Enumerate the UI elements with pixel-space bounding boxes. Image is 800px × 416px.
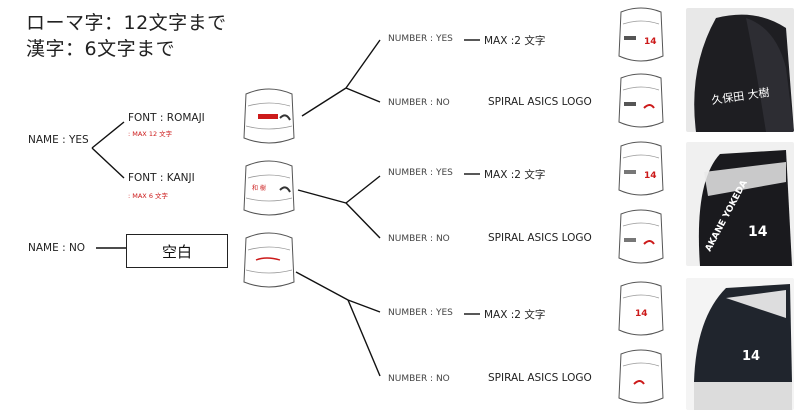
photo-number-2: 14 (742, 349, 760, 364)
number-no-1: NUMBER : NO (388, 98, 450, 108)
shoe-heel-romaji (243, 88, 295, 144)
number-no-3: NUMBER : NO (388, 374, 450, 384)
shoe-number-2: 14 (644, 171, 657, 181)
number-yes-1: NUMBER : YES (388, 34, 453, 44)
fork1-down (345, 87, 381, 103)
shoe-variant-1: 14 (618, 7, 664, 62)
connector-yes-kanji (91, 147, 125, 179)
name-no-label: NAME : NO (28, 242, 86, 254)
romaji-max-note: : MAX 12 文字 (128, 130, 173, 138)
shoe-number-1: 14 (644, 37, 657, 47)
number-yes-result-1: MAX :2 文字 (484, 35, 546, 47)
shoe-variant-6 (618, 349, 664, 404)
kanji-max-note: : MAX 6 文字 (128, 192, 169, 200)
photo-kanji-name: 久保田 大樹 (686, 8, 794, 132)
blank-text: 空白 (161, 242, 192, 261)
shoe-variant-2 (618, 73, 664, 128)
shoe-heel-blank (243, 232, 295, 288)
svg-text:和 樹: 和 樹 (252, 184, 266, 192)
number-no-result-2: SPIRAL ASICS LOGO (488, 232, 592, 244)
shoe-variant-5: 14 (618, 281, 664, 336)
header-romaji-limit: ローマ字：12文字まで (26, 12, 227, 34)
number-yes-result-2: MAX :2 文字 (484, 169, 546, 181)
shoe-variant-3: 14 (618, 141, 664, 196)
number-no-2: NUMBER : NO (388, 234, 450, 244)
font-romaji-label: FONT : ROMAJI (128, 112, 205, 124)
number-yes-3: NUMBER : YES (388, 308, 453, 318)
fork2-up (345, 175, 381, 204)
fork3-stem (295, 271, 349, 301)
photo-number-only: 14 (686, 278, 794, 410)
number-no-result-1: SPIRAL ASICS LOGO (488, 96, 592, 108)
fork3-down (347, 299, 381, 377)
fork1-up (345, 39, 381, 89)
number-yes-result-3: MAX :2 文字 (484, 309, 546, 321)
fork1-stem (301, 87, 347, 117)
photo-number-1: 14 (748, 224, 768, 240)
font-kanji-label: FONT : KANJI (128, 172, 195, 184)
shoe-variant-4 (618, 209, 664, 264)
header-kanji-limit: 漢字：6文字まで (26, 38, 176, 60)
fork2-stem (297, 189, 347, 204)
connector-yes-romaji (91, 121, 125, 149)
shoe-heel-kanji: 和 樹 (243, 160, 295, 216)
shoe-number-3: 14 (635, 309, 648, 319)
fork2-down (345, 202, 381, 239)
name-yes-label: NAME : YES (28, 134, 89, 146)
fork3-up (347, 299, 381, 313)
number-no-result-3: SPIRAL ASICS LOGO (488, 372, 592, 384)
photo-romaji-name: AKANE YOKEDA 14 (686, 142, 794, 266)
number-yes-2: NUMBER : YES (388, 168, 453, 178)
blank-box: 空白 (126, 234, 228, 268)
